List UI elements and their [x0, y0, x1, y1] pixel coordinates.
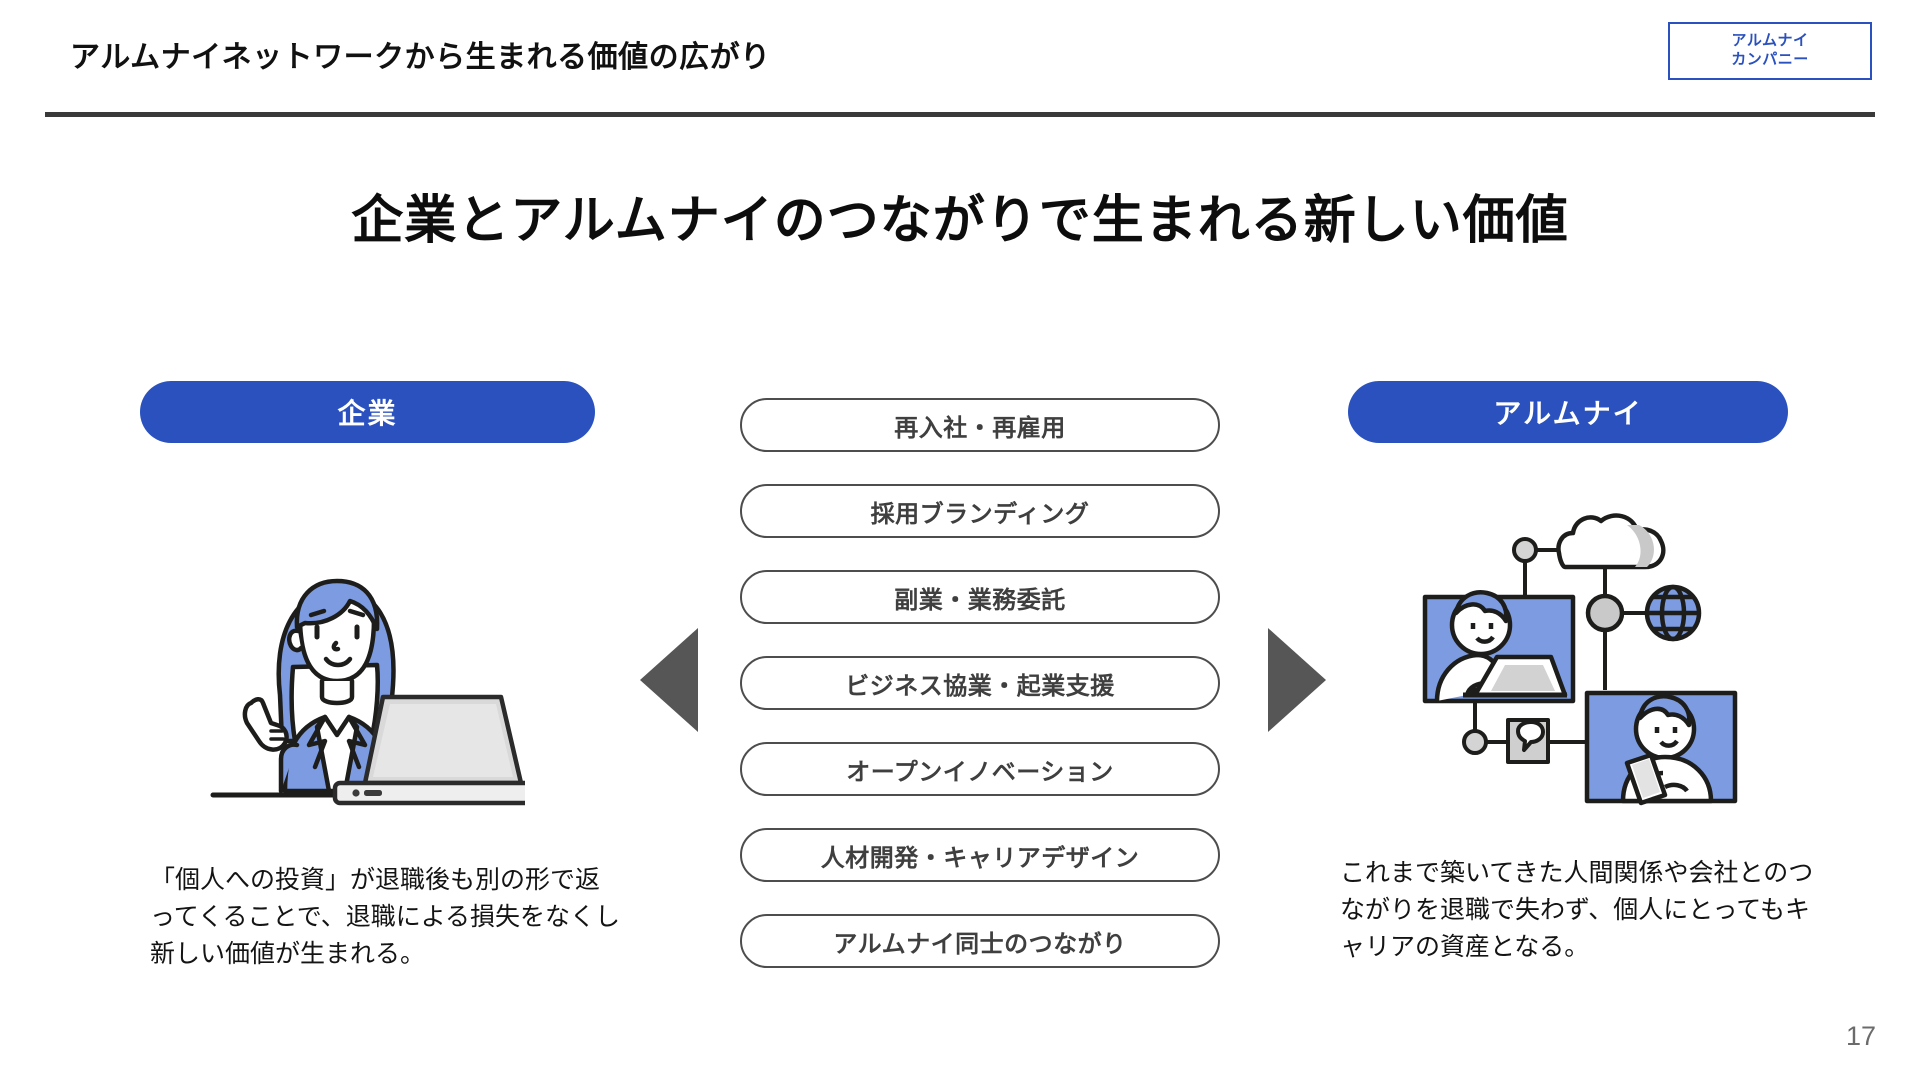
value-item-label: 副業・業務委託 [894, 586, 1066, 614]
value-item-3[interactable]: ビジネス協業・起業支援 [740, 656, 1220, 710]
value-item-6[interactable]: アルムナイ同士のつながり [740, 914, 1220, 968]
badge-company-label: 企業 [337, 398, 398, 429]
badge-alumni: アルムナイ [1348, 381, 1788, 443]
value-item-label: オープンイノベーション [846, 758, 1114, 786]
badge-alumni-label: アルムナイ [1493, 398, 1643, 429]
badge-company: 企業 [140, 381, 595, 443]
logo-line-2: カンパニー [1731, 51, 1809, 68]
page-number: 17 [1845, 1021, 1876, 1051]
value-item-5[interactable]: 人材開発・キャリアデザイン [740, 828, 1220, 882]
value-item-label: 再入社・再雇用 [894, 414, 1066, 442]
value-item-2[interactable]: 副業・業務委託 [740, 570, 1220, 624]
network-of-people-illustration [1415, 505, 1755, 820]
value-item-label: ビジネス協業・起業支援 [845, 672, 1115, 700]
value-item-label: 人材開発・キャリアデザイン [820, 844, 1140, 872]
header-divider [45, 112, 1875, 117]
header-title: アルムナイネットワークから生まれる価値の広がり [70, 41, 771, 74]
company-logo: アルムナイ カンパニー [1668, 22, 1872, 80]
value-items-list: 再入社・再雇用 採用ブランディング 副業・業務委託 ビジネス協業・起業支援 オー… [740, 398, 1220, 968]
logo-line-1: アルムナイ [1731, 32, 1809, 50]
slide-header: アルムナイネットワークから生まれる価値の広がり アルムナイ カンパニー [0, 0, 1920, 130]
value-item-0[interactable]: 再入社・再雇用 [740, 398, 1220, 452]
arrow-left-to-company [640, 628, 698, 732]
right-description: これまで築いてきた人間関係や会社とのつながりを退職で失わず、個人にとってもキャリ… [1340, 859, 1814, 961]
value-item-label: アルムナイ同士のつながり [833, 930, 1127, 958]
businesswoman-with-laptop-illustration [185, 545, 534, 840]
value-item-label: 採用ブランディング [870, 500, 1090, 528]
value-item-4[interactable]: オープンイノベーション [740, 742, 1220, 796]
arrow-right-to-alumni [1268, 628, 1326, 732]
page-title: 企業とアルムナイのつながりで生まれる新しい価値 [351, 192, 1569, 250]
left-description: 「個人への投資」が退職後も別の形で返ってくることで、退職による損失をなくし新しい… [150, 866, 621, 968]
value-item-1[interactable]: 採用ブランディング [740, 484, 1220, 538]
